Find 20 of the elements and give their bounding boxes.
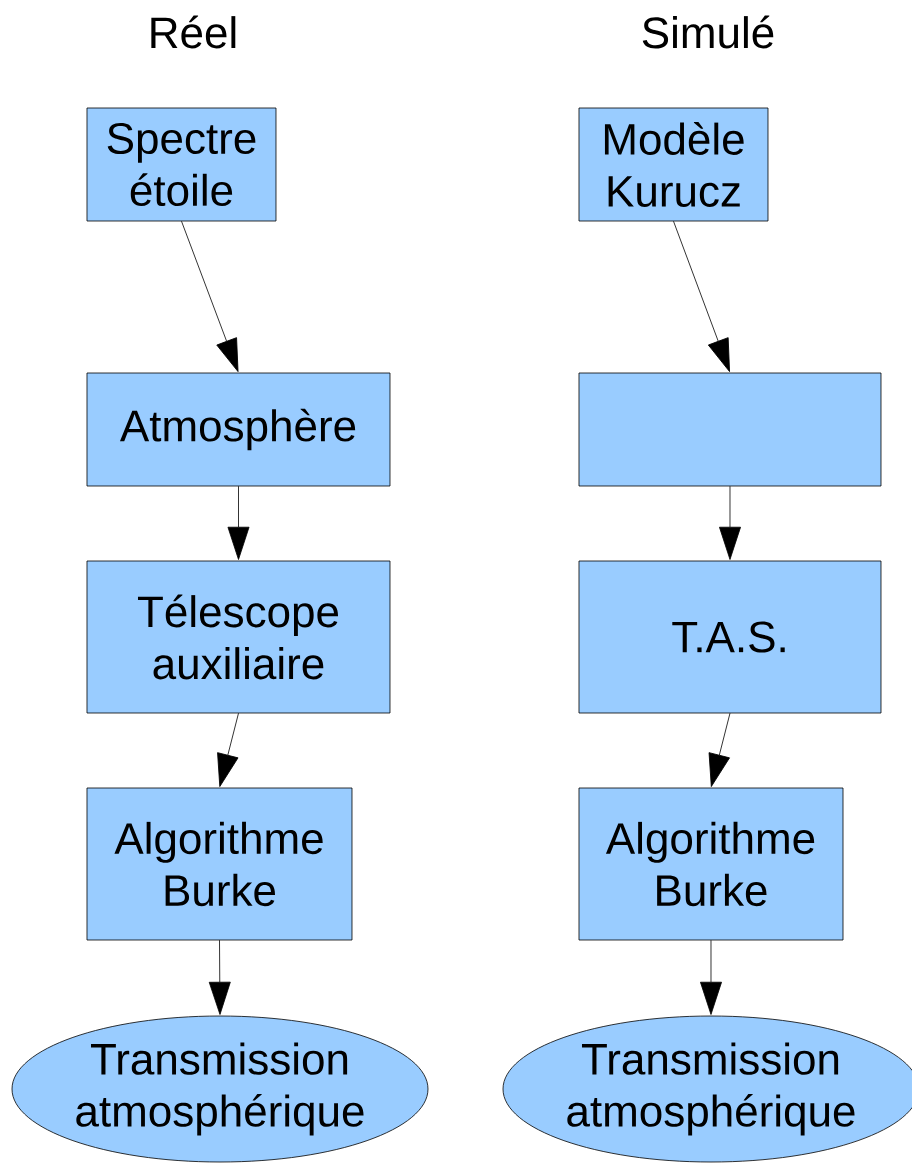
column-heading: Réel <box>151 15 236 49</box>
ellipse-node: Transmission atmosphérique <box>11 1015 429 1163</box>
arrow <box>227 485 250 560</box>
column-heading: Simulé <box>642 15 774 49</box>
process-box: Spectre étoile <box>86 107 277 222</box>
arrow <box>708 712 731 787</box>
arrow <box>181 220 239 372</box>
process-box: Algorithme Burke <box>86 787 353 941</box>
process-box: Modèle Kurucz <box>578 107 769 222</box>
process-box: Algorithme Burke <box>578 787 844 941</box>
ellipse-node: Transmission atmosphérique <box>502 1015 912 1163</box>
arrow <box>719 485 741 560</box>
empty-box <box>578 372 882 487</box>
process-box: Atmosphère <box>86 372 391 487</box>
arrow <box>217 712 239 787</box>
process-box: Télescope auxiliaire <box>86 560 391 714</box>
arrow <box>700 939 722 1015</box>
process-box: T.A.S. <box>578 560 882 714</box>
arrow <box>673 220 730 372</box>
arrow <box>208 939 231 1015</box>
